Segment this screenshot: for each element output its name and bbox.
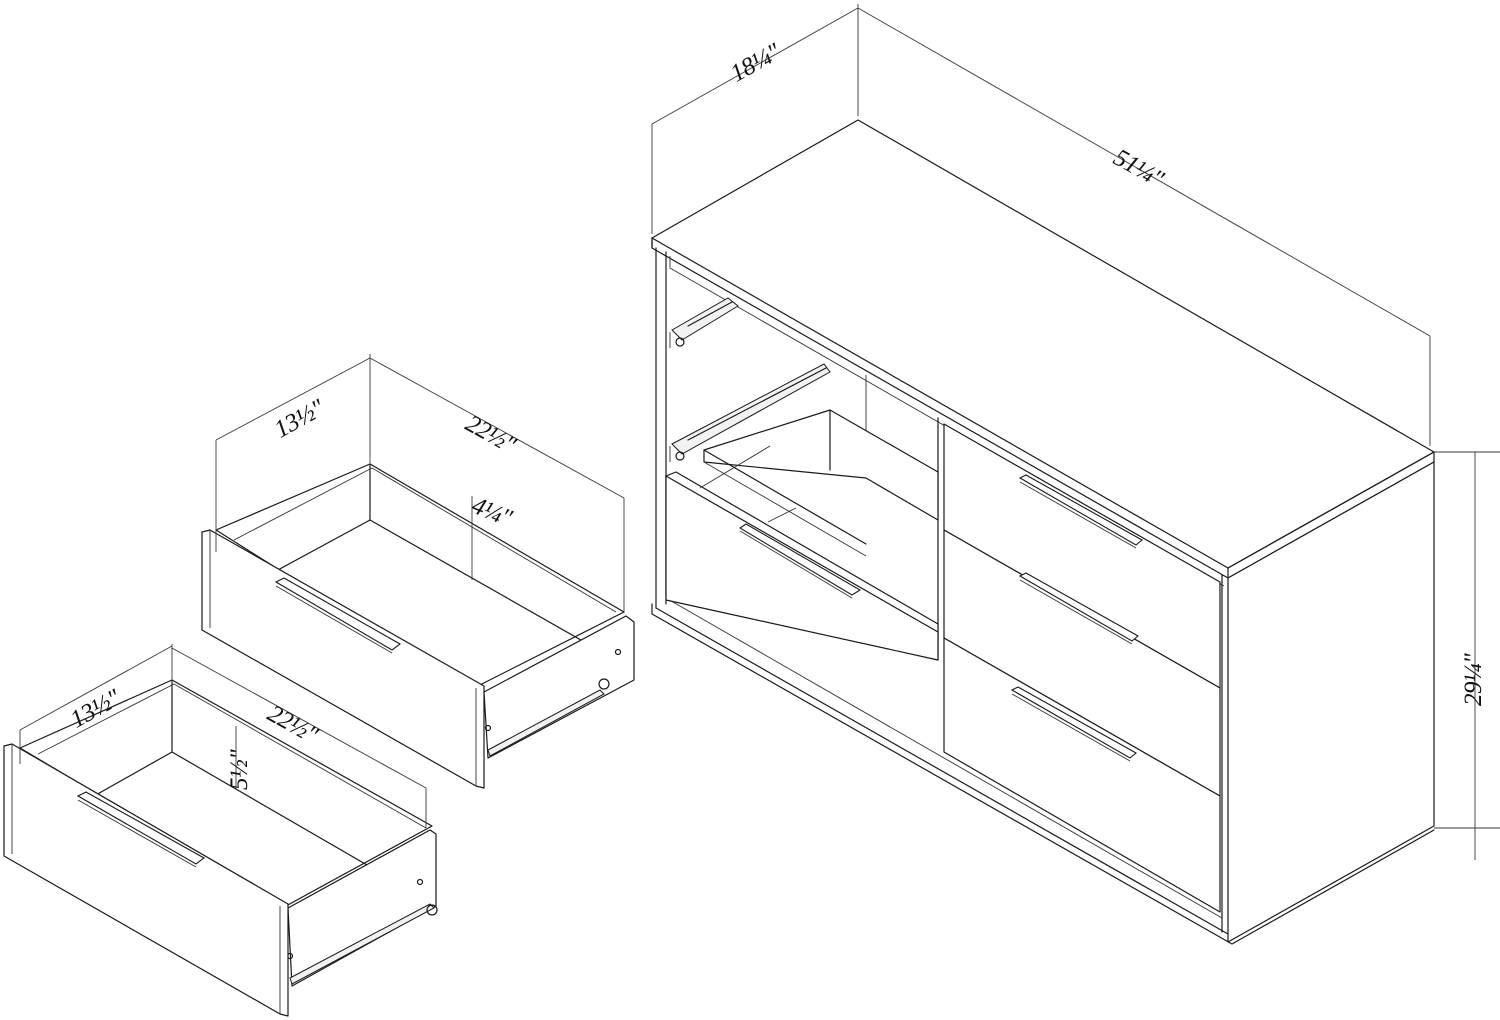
drawer-slide-lower — [669, 363, 831, 462]
drawer-handle — [274, 577, 402, 651]
drawer-handle — [738, 523, 862, 596]
dresser — [651, 4, 1500, 945]
drawer-lower[interactable] — [3, 644, 438, 1017]
dresser-drawer-left-open[interactable] — [665, 409, 939, 661]
drawer-upper[interactable] — [201, 354, 635, 789]
dresser-dimension-lines — [651, 4, 1500, 860]
drawer-handle — [76, 791, 206, 865]
lower-drawer-height-label: 5½" — [226, 749, 253, 790]
dresser-height-label: 29¼" — [1460, 653, 1487, 706]
drawer-handle — [1018, 572, 1139, 642]
dresser-right-side — [1227, 461, 1435, 943]
drawer-handle — [1010, 686, 1137, 759]
drawer-slide-upper — [669, 297, 739, 348]
drawer-handle — [1018, 474, 1143, 546]
dresser-drawer-right-3[interactable] — [943, 637, 1221, 913]
